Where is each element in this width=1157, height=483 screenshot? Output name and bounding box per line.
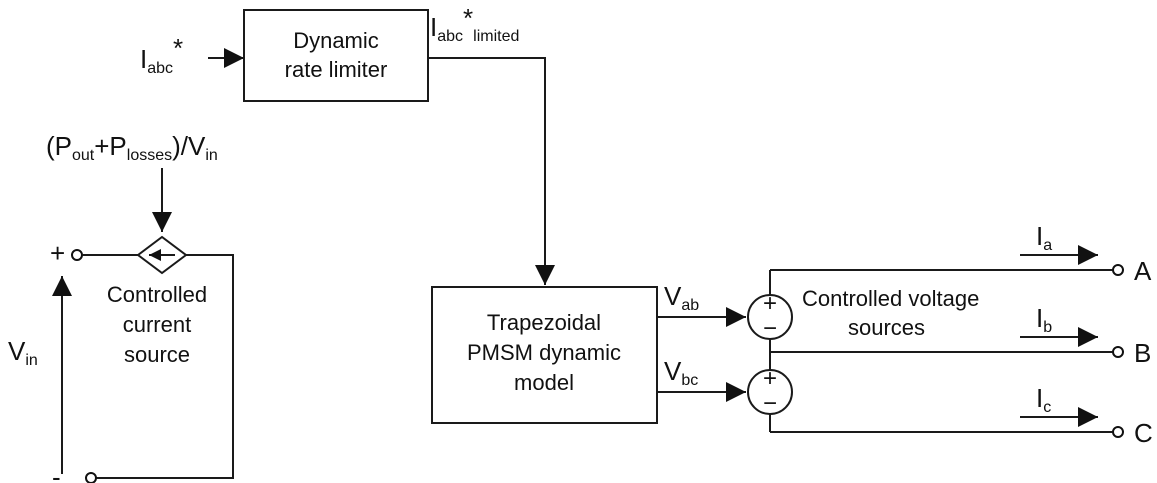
current-source-label-1: Controlled (107, 282, 207, 307)
voltage-sources-label-2: sources (848, 315, 925, 340)
ib-label: Ib (1036, 303, 1052, 336)
limited-current-wire (428, 57, 555, 285)
phase-b-label: B (1134, 338, 1151, 368)
source-return-wire (96, 254, 234, 479)
vab-label: Vab (664, 281, 699, 314)
rate-limiter-label-2: rate limiter (285, 57, 388, 82)
vs-bc-plus: + (763, 365, 777, 392)
voltage-sources-label-1: Controlled voltage (802, 286, 979, 311)
phase-b-terminal (1112, 346, 1124, 358)
pmsm-label-1: Trapezoidal (487, 310, 601, 335)
current-source-label-2: current (123, 312, 191, 337)
source-control-label: (Pout+Plosses)/Vin (46, 131, 218, 164)
plus-terminal-label: + (50, 238, 65, 268)
pmsm-model-block (431, 286, 658, 424)
limited-current-label: Iabc*limited (430, 3, 519, 45)
pmsm-label-3: model (514, 370, 574, 395)
rate-limiter-label-1: Dynamic (293, 28, 379, 53)
pmsm-label-2: PMSM dynamic (467, 340, 621, 365)
ic-label: Ic (1036, 383, 1051, 416)
vs-ab-minus: − (763, 315, 777, 342)
minus-terminal (85, 472, 97, 483)
phase-a-terminal (1112, 264, 1124, 276)
phase-a-label: A (1134, 256, 1152, 286)
rate-limiter-block (243, 9, 429, 102)
minus-terminal-label: - (52, 462, 61, 483)
vbc-label: Vbc (664, 356, 698, 389)
current-source-label-3: source (124, 342, 190, 367)
phase-c-label: C (1134, 418, 1153, 448)
vs-bc-minus: − (763, 390, 777, 417)
ia-label: Ia (1036, 221, 1052, 254)
vs-ab-plus: + (763, 290, 777, 317)
input-current-label: Iabc* (140, 33, 183, 77)
plus-terminal (71, 249, 83, 261)
phase-c-terminal (1112, 426, 1124, 438)
vin-label: Vin (8, 336, 38, 369)
